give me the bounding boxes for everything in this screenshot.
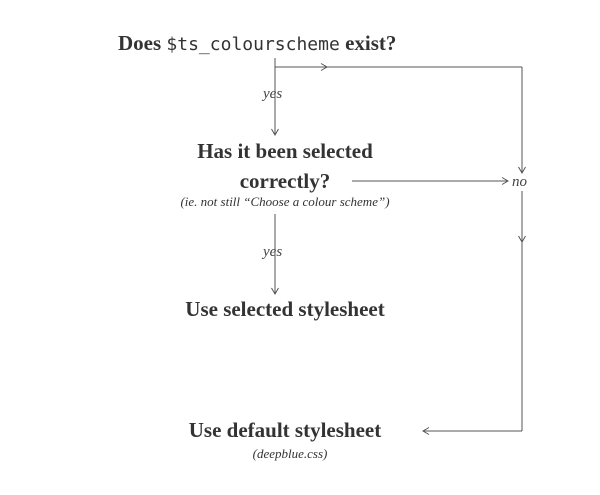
arrowhead-q1-right <box>320 63 328 71</box>
node-q1-code: $ts_colourscheme <box>166 34 340 55</box>
edge-label-yes-2: yes <box>263 244 283 260</box>
node-q2-line1: Has it been selected <box>197 139 373 163</box>
edge-label-no: no <box>512 174 527 190</box>
node-q1-suffix: exist? <box>339 31 397 55</box>
arrowhead-q2-to-no <box>501 177 509 185</box>
arrowhead-right-down <box>518 166 526 174</box>
node-colourscheme-exists: Does $ts_colourscheme exist? <box>118 30 396 58</box>
node-q1-prefix: Does <box>118 31 167 55</box>
edge-label-yes-1: yes <box>263 86 283 102</box>
node-use-default-stylesheet: Use default stylesheet <box>188 418 382 442</box>
arrowhead-to-default <box>422 427 430 435</box>
arrowhead-q1-to-q2 <box>271 128 279 136</box>
arrowhead-q2-to-selected <box>271 287 279 295</box>
arrowhead-no-down <box>518 235 526 243</box>
node-q2-line2: correctly? <box>239 169 331 193</box>
node-default-note: (deepblue.css) <box>252 446 328 461</box>
node-q2-note: (ie. not still “Choose a colour scheme”) <box>180 194 390 209</box>
node-use-selected-stylesheet: Use selected stylesheet <box>185 297 385 321</box>
node-selected-correctly: Has it been selected correctly? <box>150 136 420 196</box>
